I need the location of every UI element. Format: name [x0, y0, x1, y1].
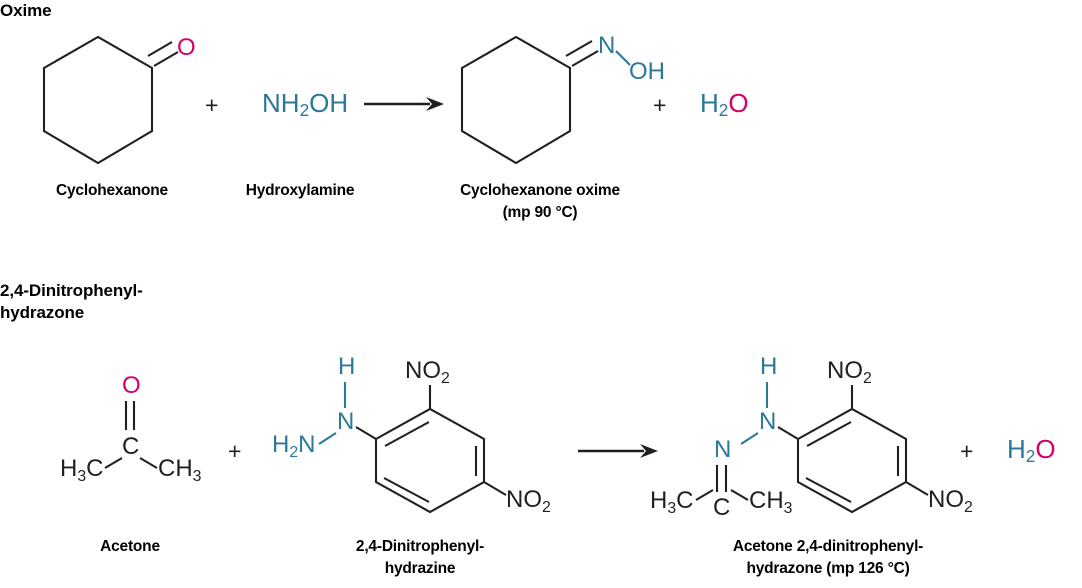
plus-sign-3: +: [228, 438, 242, 464]
atom-label-hydrazine-terminal-amine: H2N: [272, 431, 316, 461]
caption-dnp-hydrazine: 2,4-Dinitrophenyl- hydrazine: [355, 538, 485, 577]
caption-cyclohexanone: Cyclohexanone: [56, 182, 168, 199]
atom-label-hydrazone-nitro-2: NO2: [827, 357, 872, 387]
structure-acetone: O C H3C CH3: [60, 372, 202, 485]
atom-label-acetone-methyl-right: CH3: [158, 455, 202, 485]
atom-label-hydrazone-amine-nitrogen: N: [759, 408, 776, 435]
formula-hydroxylamine: NH2OH: [262, 88, 349, 120]
structure-cyclohexanone-oxime: N OH: [460, 32, 665, 165]
atom-label-hydrazone-imine-nitrogen: N: [714, 436, 731, 463]
atom-label-nitro-group-4: NO2: [506, 486, 551, 516]
structure-cyclohexanone: O: [42, 34, 196, 165]
plus-sign-4: +: [960, 438, 974, 464]
caption-acetone: Acetone: [100, 538, 160, 555]
atom-label-hydrazone-nitro-4: NO2: [928, 486, 973, 516]
section-title-dnp: 2,4-Dinitrophenyl- hydrazone: [0, 281, 143, 322]
section-title-oxime: Oxime: [0, 1, 52, 20]
caption-hydroxylamine: Hydroxylamine: [245, 182, 355, 199]
atom-label-hydrazine-nh-hydrogen: H: [338, 353, 355, 380]
atom-label-acetone-carbonyl-carbon: C: [122, 433, 139, 460]
caption-cyclohexanone-oxime: Cyclohexanone oxime (mp 90 °C): [460, 182, 620, 221]
structure-dnp-hydrazone: H N N C NO2 NO2: [713, 353, 973, 521]
plus-sign-1: +: [205, 92, 219, 118]
atom-label-hydrazone-carbon: C: [713, 494, 730, 521]
caption-dnp-hydrazone: Acetone 2,4-dinitrophenyl- hydrazone (mp…: [732, 538, 924, 577]
plus-sign-2: +: [653, 92, 667, 118]
atom-label-hydrazone-nh-hydrogen: H: [760, 353, 777, 380]
reaction-arrow-2: [578, 444, 658, 458]
structure-dnp-hydrazone-methyls: H3C CH3: [650, 487, 793, 517]
atom-label-carbonyl-oxygen: O: [177, 34, 196, 61]
formula-water-1: H2O: [700, 88, 749, 120]
atom-label-acetone-methyl-left: H3C: [60, 455, 104, 485]
formula-water-2: H2O: [1007, 434, 1056, 466]
atom-label-hydrazine-nitrogen: N: [337, 408, 354, 435]
atom-label-hydrazone-methyl-left: H3C: [650, 487, 694, 517]
atom-label-acetone-oxygen: O: [122, 372, 141, 399]
atom-label-hydrazone-methyl-right: CH3: [749, 487, 793, 517]
atom-label-oxime-hydroxyl: OH: [629, 58, 665, 85]
reaction-arrow-1: [364, 97, 444, 111]
atom-label-nitro-group-2: NO2: [405, 357, 450, 387]
structure-dnp-hydrazine: H N H2N NO2 NO2: [272, 353, 551, 516]
atom-label-oxime-nitrogen: N: [598, 32, 615, 59]
